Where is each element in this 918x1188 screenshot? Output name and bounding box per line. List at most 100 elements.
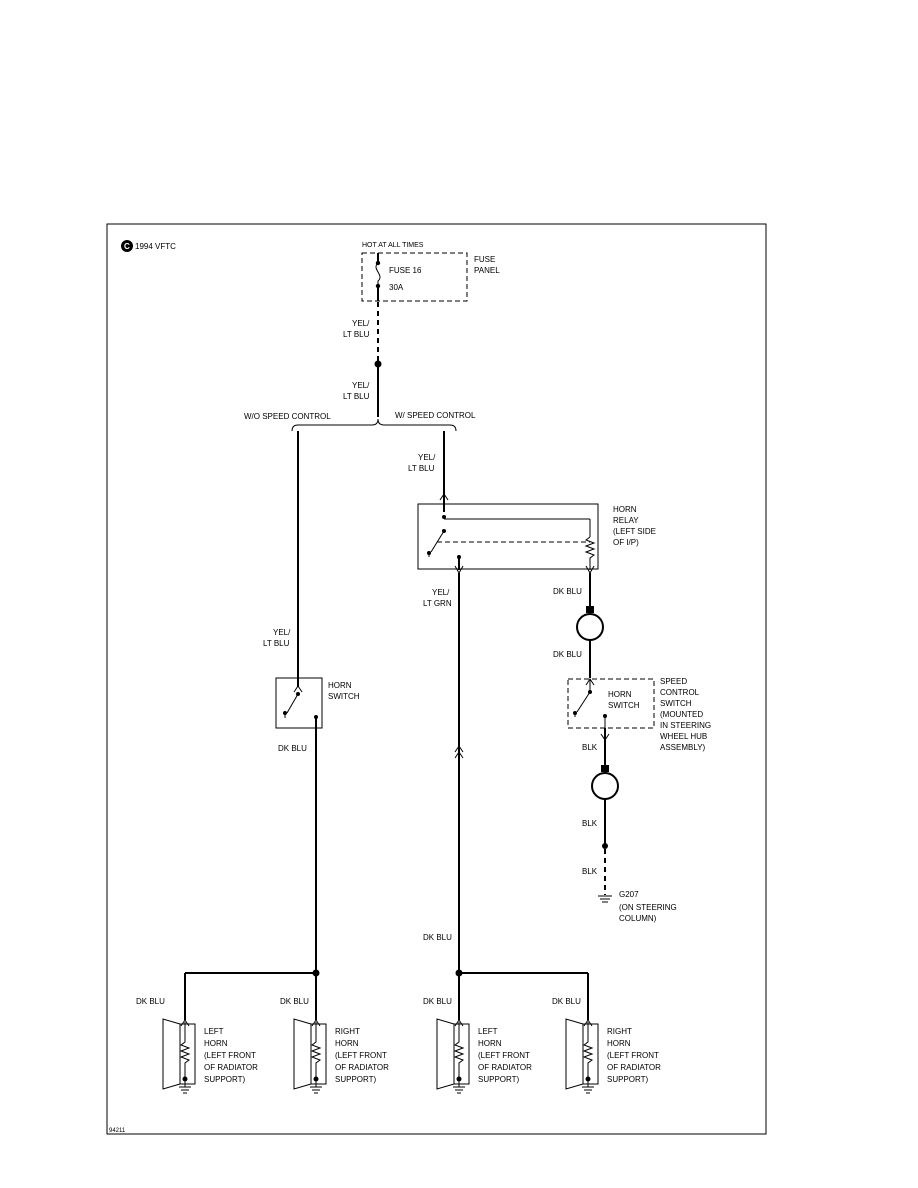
horn-body	[179, 1023, 196, 1085]
speed-control-switch-box	[567, 678, 655, 729]
horn-relay-label-2: RELAY	[613, 516, 639, 525]
wire-label-grn-2: LT GRN	[423, 599, 452, 608]
wire-label-right-1a: YEL/	[418, 453, 436, 462]
horn-body	[582, 1023, 599, 1085]
horn-bell	[565, 1018, 584, 1090]
wire-label-horn2: DK BLU	[280, 997, 309, 1006]
horn-bell	[293, 1018, 312, 1090]
option-brace	[291, 418, 457, 432]
horn-label-line: SUPPORT)	[204, 1075, 246, 1084]
clockspring-terminal-1	[586, 606, 594, 613]
horn-label-line: LEFT	[204, 1027, 224, 1036]
horn-label-line: HORN	[204, 1039, 228, 1048]
speed-switch-label-2: CONTROL	[660, 688, 700, 697]
horn-label-line: HORN	[607, 1039, 631, 1048]
horn-label-line: OF RADIATOR	[607, 1063, 661, 1072]
horn-label-line: OF RADIATOR	[478, 1063, 532, 1072]
fuse-panel-label-2: PANEL	[474, 266, 500, 275]
horn-bell	[162, 1018, 181, 1090]
horn-3: LEFT HORN (LEFT FRONT OF RADIATOR SUPPORT)	[436, 1018, 532, 1094]
speed-switch-label-1: SPEED	[660, 677, 687, 686]
speed-switch-label-5: IN STEERING	[660, 721, 711, 730]
wire-label-dkblu-left: DK BLU	[278, 744, 307, 753]
horn-relay-label-4: OF I/P)	[613, 538, 639, 547]
wire-label-blk-1: BLK	[582, 743, 598, 752]
wire-label-coil-1: DK BLU	[553, 587, 582, 596]
horn-relay-label-1: HORN	[613, 505, 637, 514]
ground-label-3: COLUMN)	[619, 914, 657, 923]
branch-label-without: W/O SPEED CONTROL	[244, 412, 331, 421]
horn-label-line: SUPPORT)	[478, 1075, 520, 1084]
wire-label-coil-2: DK BLU	[553, 650, 582, 659]
speed-switch-inner-2: SWITCH	[608, 701, 640, 710]
fuse-panel-box	[361, 252, 468, 302]
horn-label-line: HORN	[335, 1039, 359, 1048]
clockspring-1	[576, 613, 604, 641]
horn-label-line: (LEFT FRONT	[204, 1051, 256, 1060]
horn-switch-label-2: SWITCH	[328, 692, 360, 701]
horn-label-line: RIGHT	[607, 1027, 632, 1036]
wire-label-feed-1a: YEL/	[352, 319, 370, 328]
wire-label-right-1b: LT BLU	[408, 464, 435, 473]
horn-label-line: OF RADIATOR	[335, 1063, 389, 1072]
connector-break	[454, 745, 464, 759]
wire-label-horn1: DK BLU	[136, 997, 165, 1006]
horn-body	[310, 1023, 327, 1085]
ground-label-2: (ON STEERING	[619, 903, 677, 912]
horn-label-line: LEFT	[478, 1027, 498, 1036]
branch-label-with: W/ SPEED CONTROL	[395, 411, 476, 420]
fuse-rating: 30A	[389, 283, 404, 292]
copyright-text: 1994 VFTC	[135, 242, 176, 251]
wire-label-grn-1: YEL/	[432, 588, 450, 597]
horn-label-line: OF RADIATOR	[204, 1063, 258, 1072]
horn-relay-box	[417, 503, 599, 570]
speed-switch-inner-1: HORN	[608, 690, 632, 699]
wire-label-blk-3: BLK	[582, 867, 598, 876]
wire-label-left-1b: LT BLU	[263, 639, 290, 648]
figure-id: 94211	[109, 1128, 126, 1134]
wire-label-horn3: DK BLU	[423, 997, 452, 1006]
wire-label-feed-2a: YEL/	[352, 381, 370, 390]
ground-symbol	[598, 895, 612, 903]
wire-label-feed-2b: LT BLU	[343, 392, 370, 401]
clockspring-2	[591, 772, 619, 800]
clockspring-terminal-2	[601, 765, 609, 772]
horn-label-line: HORN	[478, 1039, 502, 1048]
wire-label-feed-1b: LT BLU	[343, 330, 370, 339]
horn-bell	[436, 1018, 455, 1090]
horn-label-line: RIGHT	[335, 1027, 360, 1036]
speed-switch-label-3: SWITCH	[660, 699, 692, 708]
speed-switch-label-7: ASSEMBLY)	[660, 743, 706, 752]
wire-label-left-1a: YEL/	[273, 628, 291, 637]
wire-label-blk-2: BLK	[582, 819, 598, 828]
fuse-name: FUSE 16	[389, 266, 422, 275]
horn-body	[453, 1023, 470, 1085]
speed-switch-label-6: WHEEL HUB	[660, 732, 707, 741]
diagram-frame	[106, 223, 767, 1135]
horn-relay-label-3: (LEFT SIDE	[613, 527, 656, 536]
horn-coil	[179, 1022, 191, 1082]
relay-coil	[584, 536, 596, 570]
horn-4: RIGHT HORN (LEFT FRONT OF RADIATOR SUPPORT)	[565, 1018, 661, 1094]
horn-coil	[582, 1022, 594, 1082]
horn-switch-contact	[286, 693, 299, 714]
horn-label-line: SUPPORT)	[335, 1075, 377, 1084]
splice-ground	[602, 843, 608, 849]
horn-label-line: SUPPORT)	[607, 1075, 649, 1084]
copyright-mark: C 1994 VFTC	[121, 240, 176, 252]
horn-1: LEFT HORN (LEFT FRONT OF RADIATOR SUPPORT)	[162, 1018, 258, 1094]
wire-label-dkblu-mid: DK BLU	[423, 933, 452, 942]
fuse-symbol	[375, 262, 381, 286]
horn-label-line: (LEFT FRONT	[607, 1051, 659, 1060]
horn-switch-label-1: HORN	[328, 681, 352, 690]
horn-coil	[453, 1022, 465, 1082]
speed-switch-contact	[576, 691, 591, 713]
horn-label-line: (LEFT FRONT	[478, 1051, 530, 1060]
horn-coil	[310, 1022, 322, 1082]
fuse-panel-label-1: FUSE	[474, 255, 495, 264]
wire-label-horn4: DK BLU	[552, 997, 581, 1006]
ground-label-1: G207	[619, 890, 639, 899]
